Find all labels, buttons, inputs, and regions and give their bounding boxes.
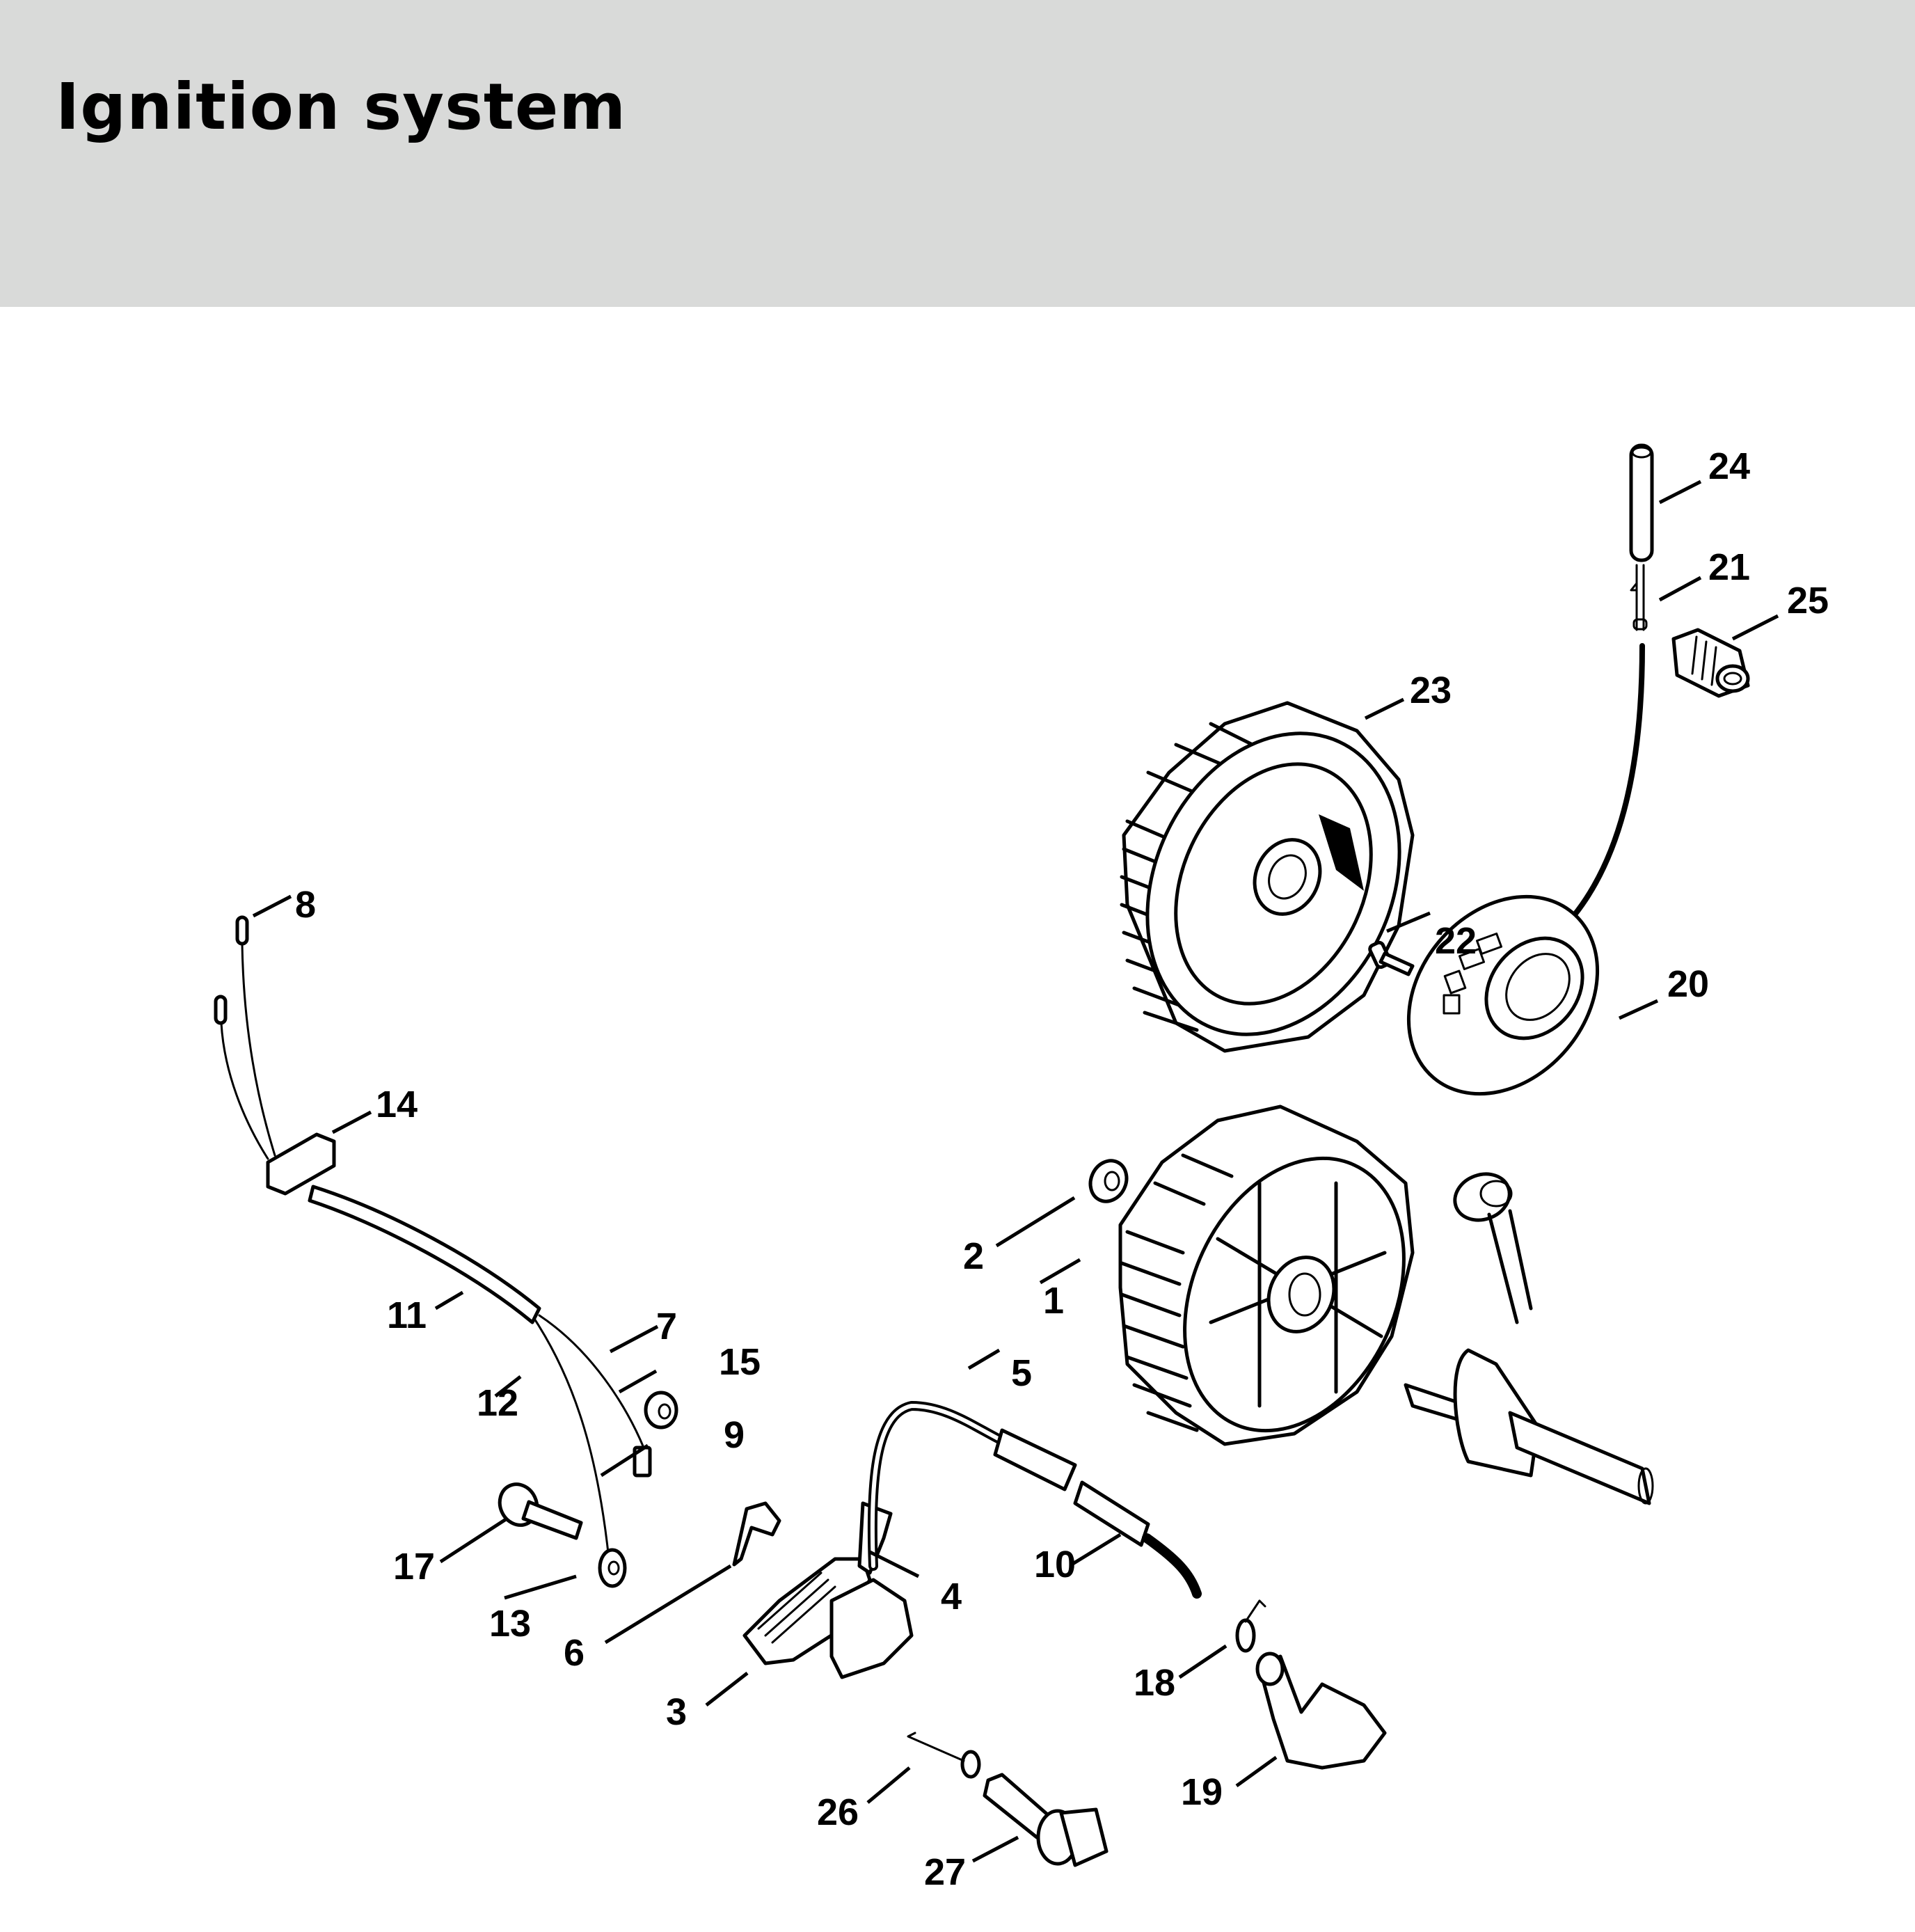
callout-8: 8	[295, 884, 316, 926]
callout-10: 10	[1034, 1544, 1076, 1585]
part-13-ring-terminal[interactable]	[598, 1548, 627, 1588]
callout-25: 25	[1787, 580, 1829, 621]
callout-27: 27	[924, 1851, 966, 1893]
part-15-grommet[interactable]	[644, 1391, 678, 1430]
callout-9: 9	[724, 1414, 745, 1456]
part-2-nut[interactable]	[1084, 1155, 1134, 1208]
leader-lines	[252, 480, 1779, 1863]
callout-15: 15	[719, 1341, 761, 1383]
part-26-leg-spring[interactable]	[907, 1732, 981, 1779]
callout-24: 24	[1708, 445, 1750, 487]
part-17-screw[interactable]	[493, 1478, 583, 1540]
part-10-lead-sleeve[interactable]	[993, 1428, 1202, 1599]
part-19-spark-plug-boot[interactable]	[1255, 1652, 1387, 1770]
callout-26: 26	[817, 1791, 859, 1833]
part-3-ignition-module[interactable]	[742, 1557, 914, 1679]
part-18-leg-spring[interactable]	[1235, 1599, 1266, 1653]
generator-coil-wire	[1556, 643, 1645, 935]
callout-2: 2	[963, 1235, 984, 1277]
part-21-connector-pin[interactable]	[1630, 564, 1648, 631]
callout-18: 18	[1134, 1662, 1175, 1704]
callout-14: 14	[376, 1084, 418, 1125]
part-14-wire-clip[interactable]	[266, 1132, 336, 1196]
part-20-generator-coil[interactable]	[1369, 859, 1636, 1132]
callout-13: 13	[489, 1603, 531, 1645]
part-8-wire-terminals[interactable]	[214, 915, 276, 1160]
callout-23: 23	[1410, 670, 1452, 711]
callout-19: 19	[1181, 1771, 1223, 1813]
callout-11: 11	[387, 1294, 427, 1336]
part-1-flywheel[interactable]	[1118, 1104, 1446, 1466]
callout-3: 3	[666, 1691, 687, 1733]
callout-20: 20	[1667, 963, 1709, 1005]
callout-7: 7	[656, 1306, 677, 1347]
part-24-tube[interactable]	[1629, 443, 1654, 562]
page-header: Ignition system	[0, 0, 1915, 307]
callout-12: 12	[477, 1382, 518, 1424]
callout-6: 6	[564, 1632, 585, 1674]
crankshaft[interactable]	[1404, 1166, 1654, 1505]
callout-5: 5	[1011, 1352, 1032, 1394]
page-title: Ignition system	[56, 70, 627, 144]
callout-4: 4	[941, 1576, 962, 1617]
part-23-flywheel[interactable]	[1100, 692, 1447, 1076]
part-6-clip[interactable]	[732, 1501, 781, 1567]
part-12-wire[interactable]	[533, 1317, 610, 1560]
part-25-grommet[interactable]	[1671, 628, 1750, 698]
callout-labels: 24 21 25 23 22 20 8 14 2 1 11 7 5 15 12 …	[295, 445, 1829, 1893]
callout-22: 22	[1435, 920, 1477, 962]
part-11-harness-sleeve[interactable]	[308, 1185, 541, 1324]
part-27-spark-plug-boot[interactable]	[983, 1773, 1109, 1867]
callout-1: 1	[1043, 1280, 1064, 1322]
part-7-wire[interactable]	[538, 1314, 645, 1449]
callout-17: 17	[393, 1546, 435, 1587]
callout-21: 21	[1708, 546, 1750, 588]
part-22-screw[interactable]	[1368, 940, 1415, 976]
